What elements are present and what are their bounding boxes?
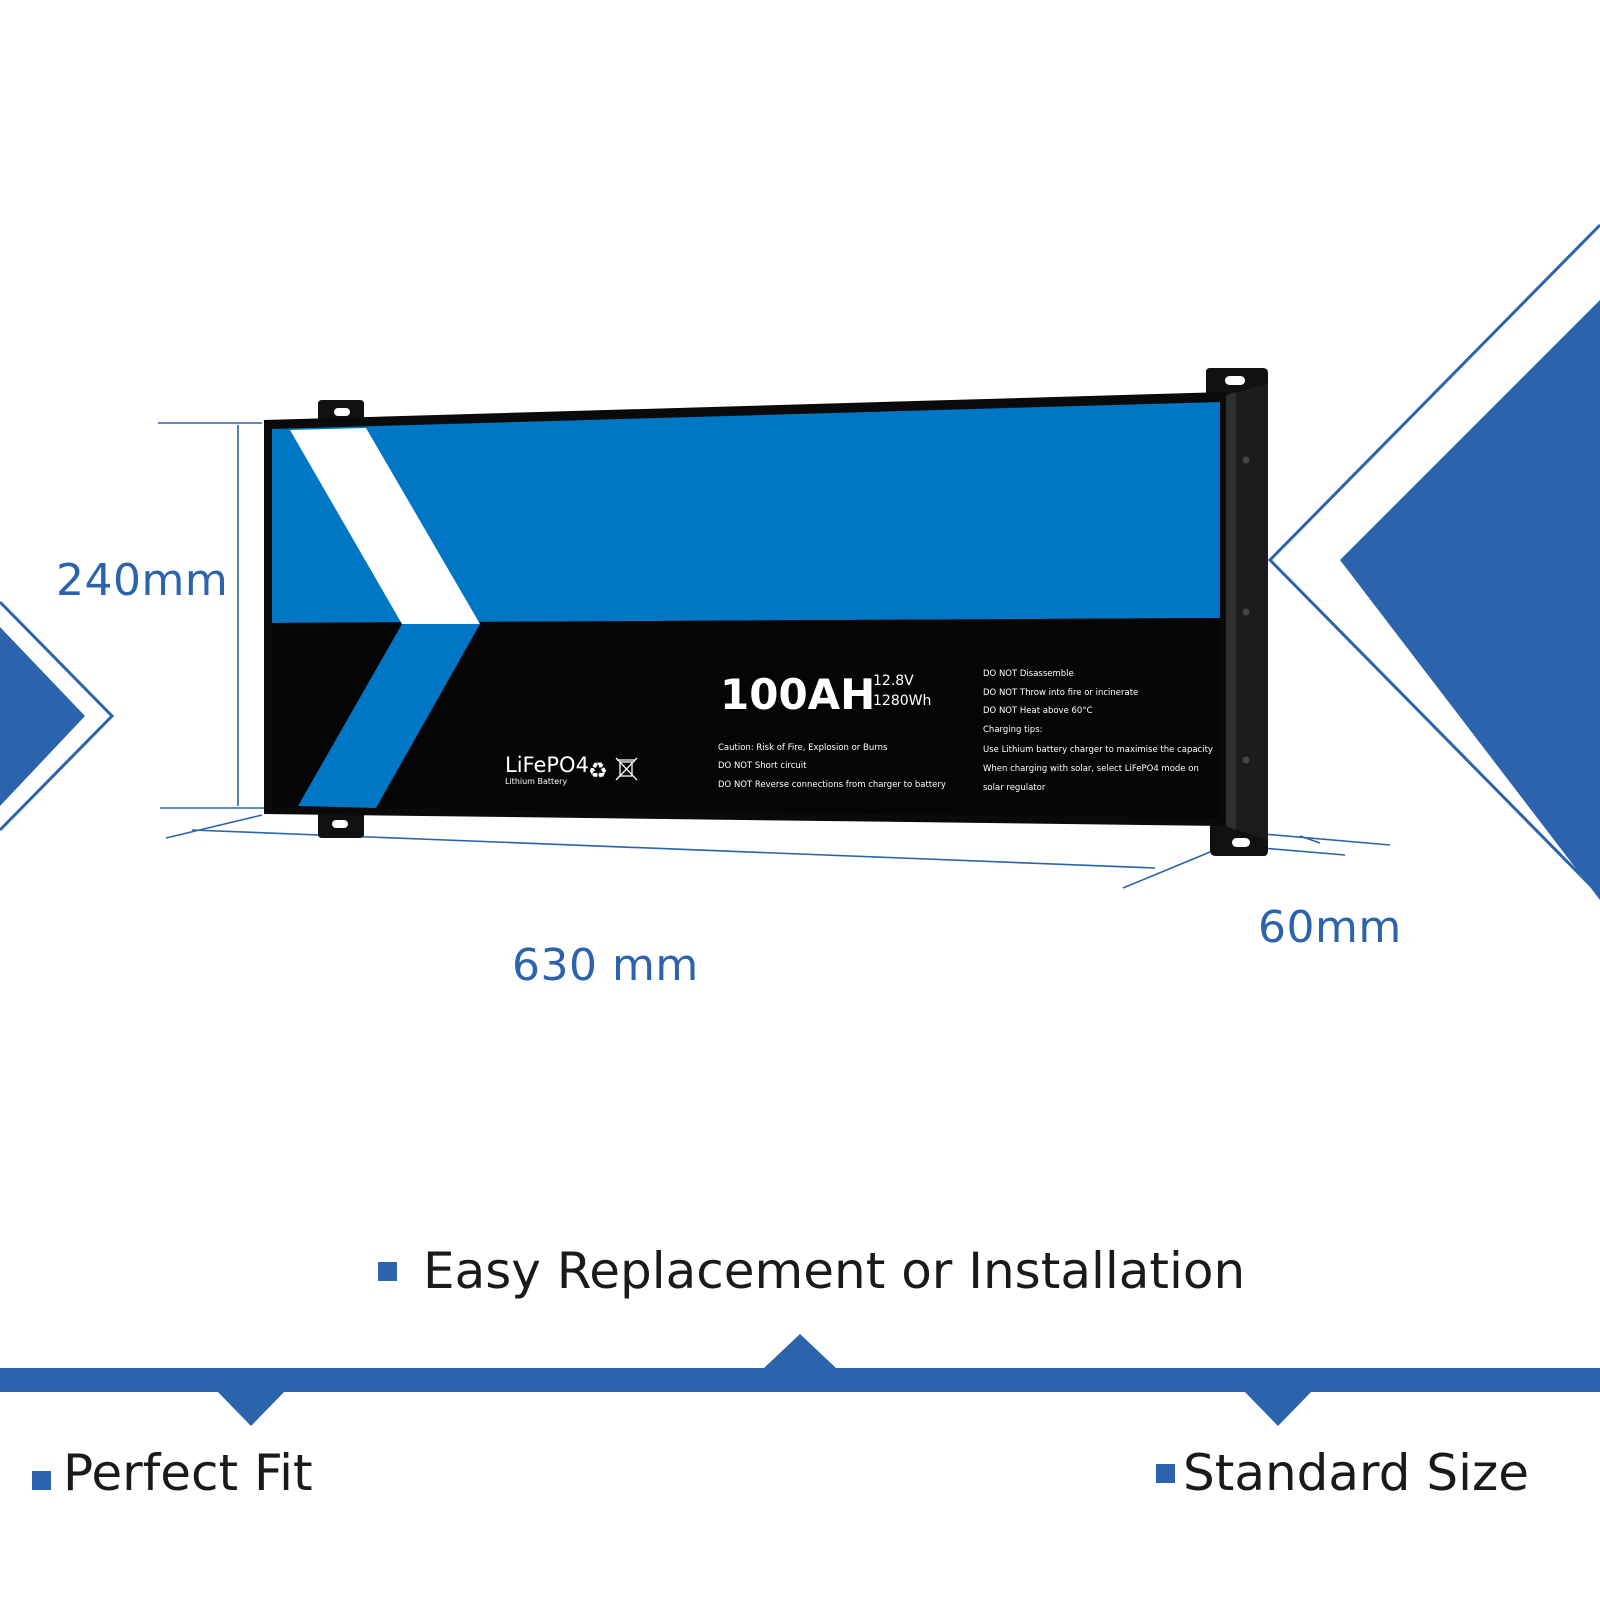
ribbon-notch-left	[216, 1390, 286, 1426]
warning-line: DO NOT Throw into fire or incinerate	[983, 688, 1138, 698]
feature-ribbon	[0, 1334, 1600, 1426]
feature-label: Standard Size	[1183, 1444, 1529, 1502]
no-trash-bin-icon	[615, 757, 638, 781]
warning-line: DO NOT Heat above 60°C	[983, 706, 1093, 716]
caution-line: DO NOT Reverse connections from charger …	[718, 780, 946, 790]
caution-line: Caution: Risk of Fire, Explosion or Burn…	[718, 743, 888, 753]
feature-standard-size: Standard Size	[1156, 1444, 1529, 1502]
left-decorative-chevron	[0, 600, 115, 832]
feature-label: Perfect Fit	[63, 1444, 313, 1502]
caution-text-block: Caution: Risk of Fire, Explosion or Burn…	[718, 743, 946, 790]
height-dimension-label: 240mm	[56, 555, 229, 606]
right-decorative-chevron	[1267, 223, 1600, 900]
battery-energy: 1280Wh	[873, 693, 931, 709]
warning-line: When charging with solar, select LiFePO4…	[983, 764, 1199, 774]
recycle-icon: ♻	[588, 759, 608, 784]
battery-voltage: 12.8V	[873, 673, 914, 689]
warning-line: DO NOT Disassemble	[983, 669, 1074, 679]
ribbon-notch-right	[1243, 1390, 1313, 1426]
depth-dimension-label: 60mm	[1258, 902, 1402, 953]
bullet-square-icon	[32, 1470, 51, 1490]
caution-line: DO NOT Short circuit	[718, 761, 807, 771]
battery-blue-stripe	[298, 624, 480, 808]
battery: 100AH 12.8V 1280Wh LiFePO4 Lithium Batte…	[264, 368, 1268, 856]
feature-easy-replacement: Easy Replacement or Installation	[378, 1242, 1245, 1300]
battery-type: Lithium Battery	[505, 777, 567, 786]
ribbon-notch-center	[764, 1334, 836, 1368]
length-dimension-label: 630 mm	[512, 940, 699, 991]
bullet-square-icon	[1156, 1463, 1175, 1483]
battery-blue-panel	[272, 402, 1220, 623]
warning-line: Charging tips:	[983, 725, 1043, 735]
warning-line: solar regulator	[983, 783, 1046, 793]
battery-white-chevron	[290, 428, 480, 624]
battery-chemistry: LiFePO4	[505, 753, 589, 777]
feature-perfect-fit: Perfect Fit	[32, 1444, 313, 1502]
bullet-square-icon	[378, 1261, 397, 1281]
battery-black-panel	[272, 618, 1220, 818]
warning-text-block: DO NOT Disassemble DO NOT Throw into fir…	[983, 669, 1213, 793]
warning-line: Use Lithium battery charger to maximise …	[983, 745, 1213, 755]
battery-capacity: 100AH	[720, 670, 875, 719]
feature-label: Easy Replacement or Installation	[423, 1242, 1246, 1300]
